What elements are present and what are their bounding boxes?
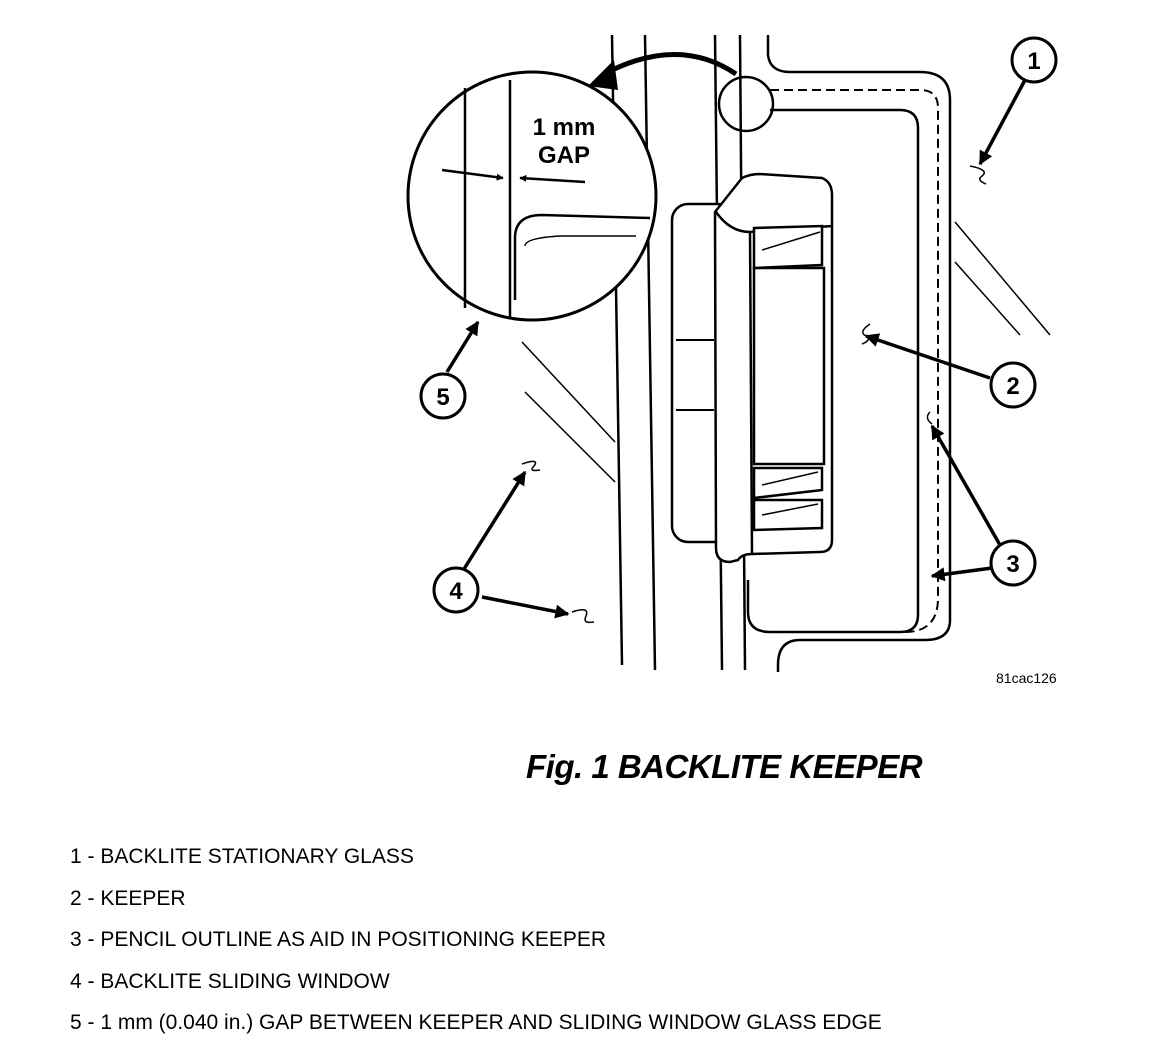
- squiggle-marks: [521, 165, 987, 624]
- pencil-outline: [770, 89, 939, 633]
- stationary-glass-outline: [746, 35, 952, 672]
- leader-lines: [445, 79, 1027, 619]
- callout-5: 5: [419, 372, 467, 420]
- svg-text:4: 4: [449, 578, 463, 605]
- callout-1: 1: [1010, 36, 1058, 84]
- svg-text:1: 1: [1027, 48, 1040, 75]
- glass-reflection-lines: [521, 221, 1051, 483]
- backlite-keeper-diagram: 1 mm GAP 1 2 3 4 5 81cac126: [406, 34, 1058, 686]
- callout-3: 3: [989, 539, 1037, 587]
- callout-2: 2: [989, 361, 1037, 409]
- figure-caption: Fig. 1 BACKLITE KEEPER: [526, 748, 923, 785]
- keeper: [670, 172, 834, 564]
- gap-label-line2: GAP: [538, 142, 590, 169]
- legend-item-5: 5 - 1 mm (0.040 in.) GAP BETWEEN KEEPER …: [70, 1011, 882, 1034]
- legend-item-1: 1 - BACKLITE STATIONARY GLASS: [70, 845, 414, 868]
- svg-text:2: 2: [1006, 373, 1019, 400]
- detail-pointer-arrowhead: [588, 60, 618, 90]
- gap-arrow-right: [519, 174, 586, 184]
- legend-item-4: 4 - BACKLITE SLIDING WINDOW: [70, 969, 390, 993]
- detail-reference-circle: [717, 75, 775, 133]
- detail-pointer-arrow: [606, 52, 738, 77]
- magnified-detail: 1 mm GAP: [406, 70, 658, 322]
- callout-4: 4: [432, 566, 480, 614]
- gap-arrow-left: [441, 168, 504, 181]
- legend-list: 1 - BACKLITE STATIONARY GLASS 2 - KEEPER…: [70, 842, 882, 1050]
- svg-text:5: 5: [436, 384, 449, 411]
- legend-item-2: 2 - KEEPER: [70, 886, 186, 910]
- image-code: 81cac126: [996, 670, 1057, 686]
- svg-text:3: 3: [1006, 551, 1019, 578]
- legend-item-3: 3 - PENCIL OUTLINE AS AID IN POSITIONING…: [70, 928, 607, 951]
- gap-label-line1: 1 mm: [533, 114, 596, 141]
